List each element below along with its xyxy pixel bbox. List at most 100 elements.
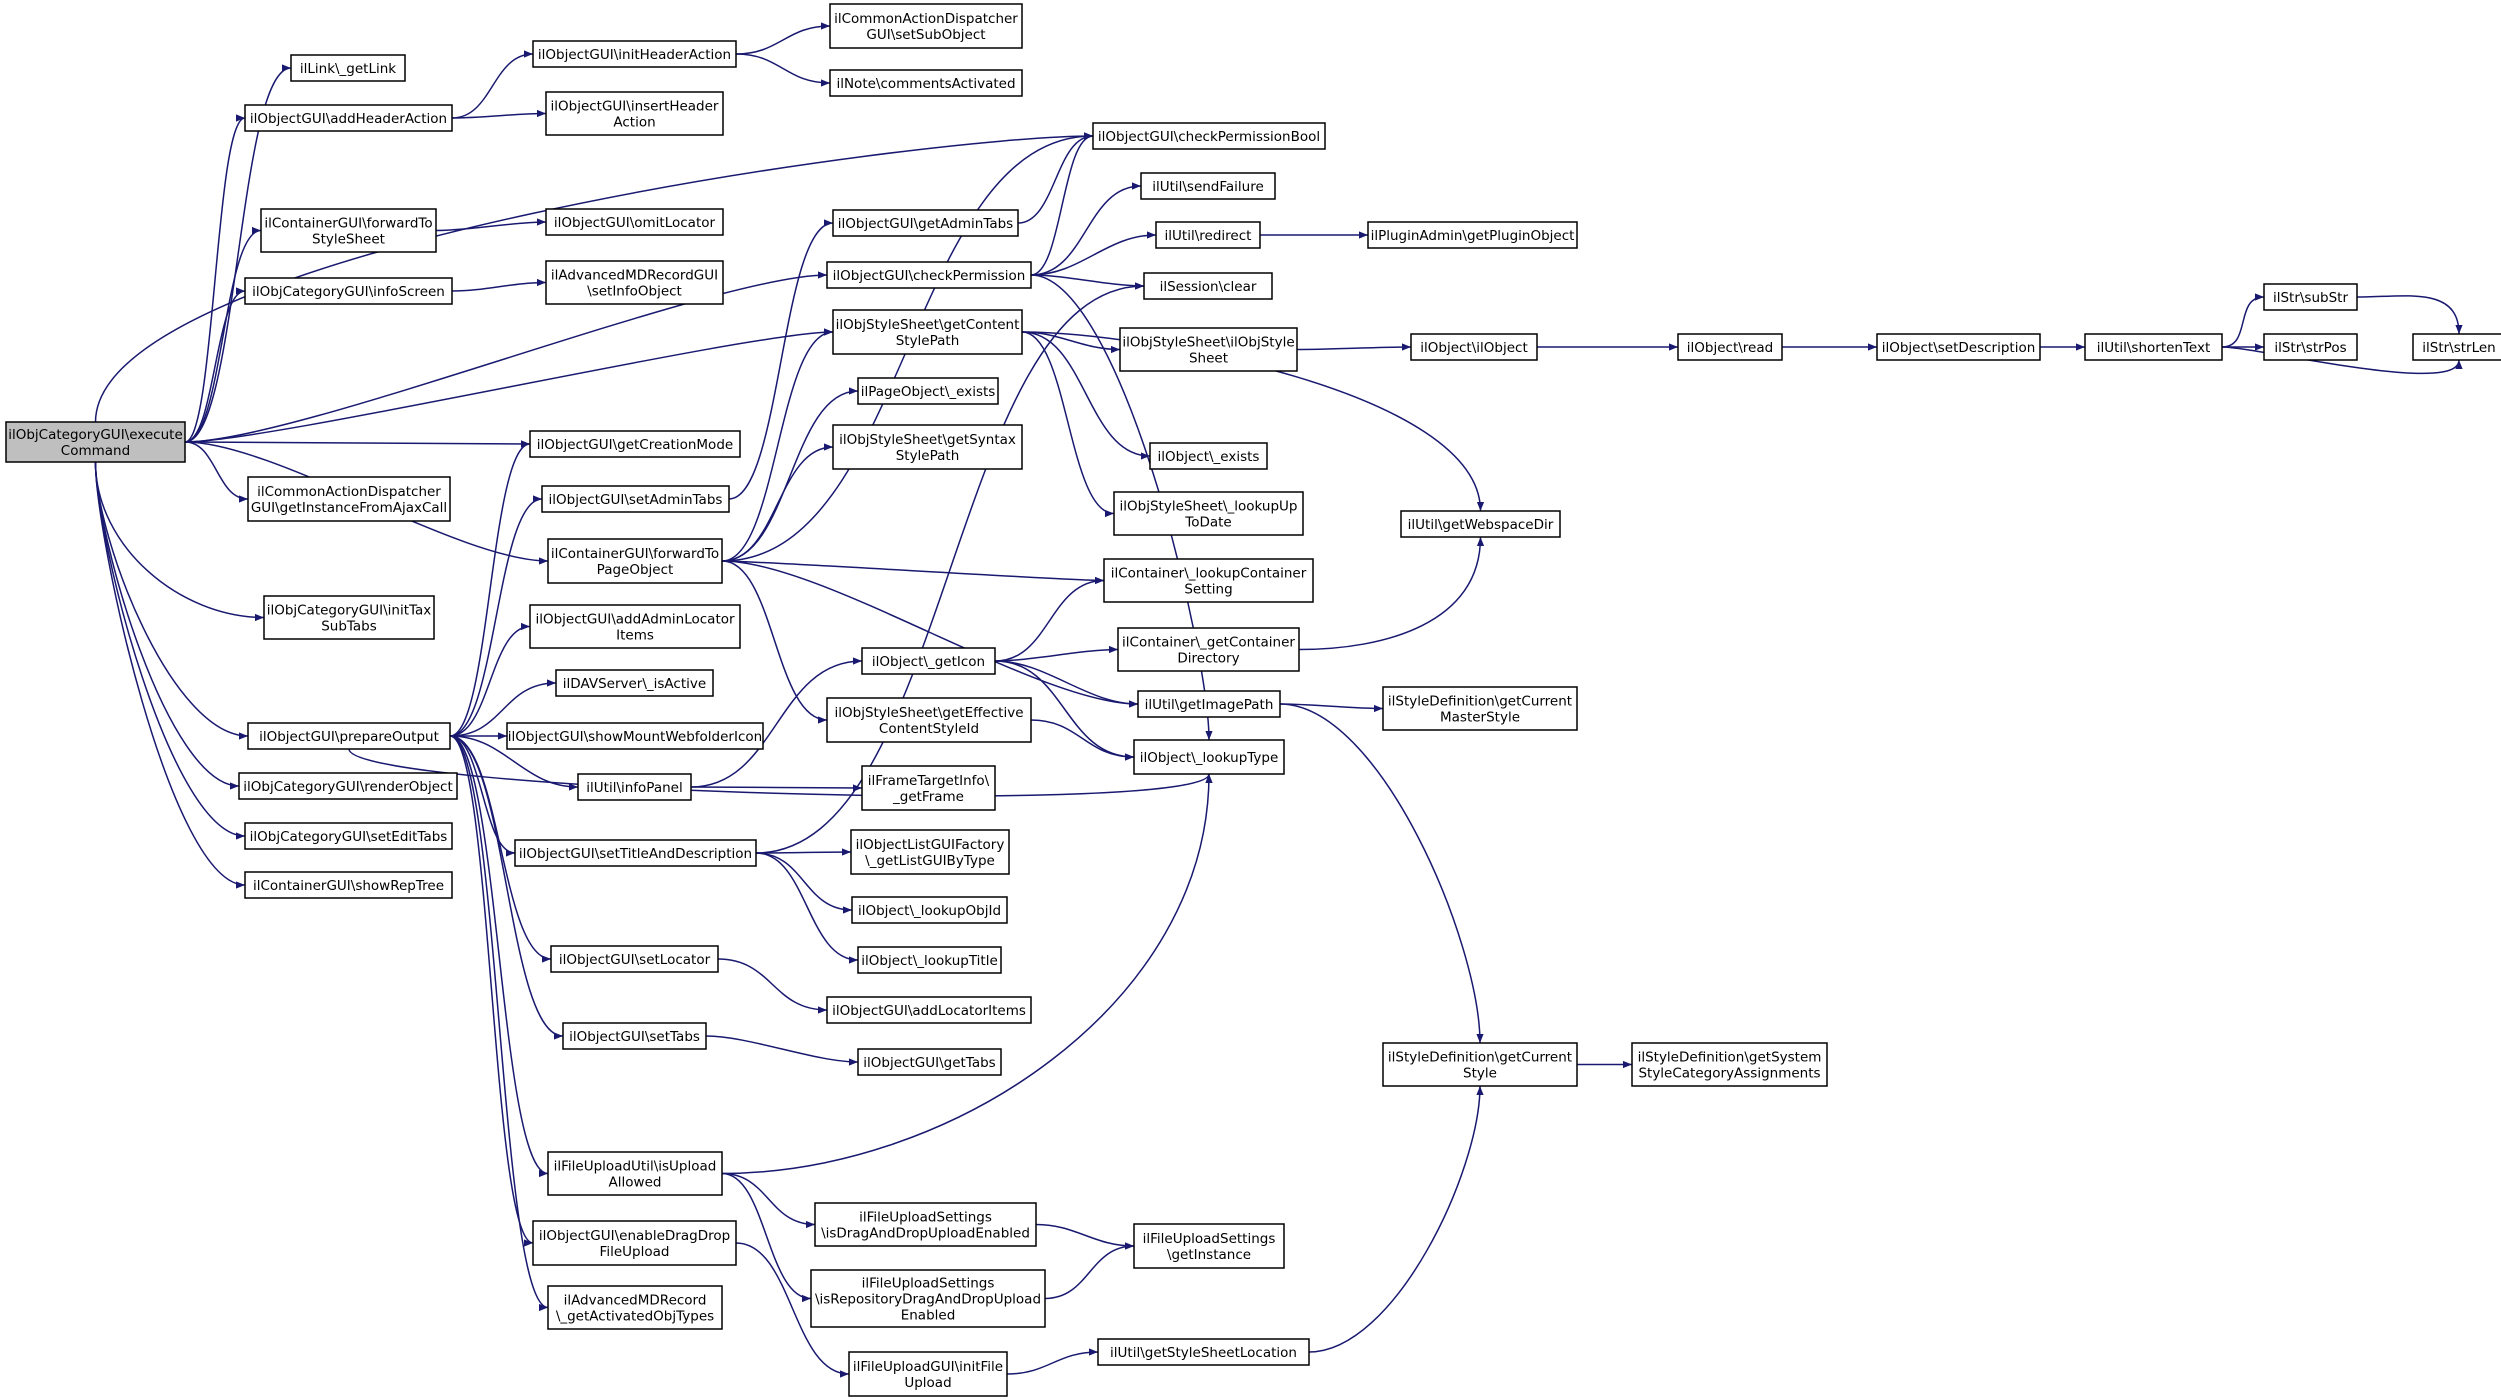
node-box[interactable] [247, 476, 451, 522]
node-box[interactable] [260, 208, 437, 253]
node-box[interactable] [562, 1022, 707, 1050]
node-sendFailure[interactable]: ilUtil\sendFailure [1140, 172, 1276, 200]
node-box[interactable] [1137, 690, 1281, 718]
node-ilObjectCtor[interactable]: ilObject\ilObject [1410, 333, 1538, 361]
node-pageObjectExists[interactable]: ilPageObject\_exists [857, 377, 999, 405]
node-setLocator[interactable]: ilObjectGUI\setLocator [550, 945, 719, 973]
node-box[interactable] [857, 377, 999, 405]
node-box[interactable] [810, 1269, 1046, 1328]
node-box[interactable] [826, 697, 1032, 743]
node-box[interactable] [1876, 333, 2041, 361]
node-box[interactable] [832, 424, 1023, 470]
node-box[interactable] [826, 261, 1032, 289]
node-box[interactable] [1133, 1223, 1285, 1269]
node-box[interactable] [238, 772, 458, 800]
node-box[interactable] [555, 669, 714, 697]
node-box[interactable] [1103, 558, 1314, 603]
node-getPluginObject[interactable]: ilPluginAdmin\getPluginObject [1367, 221, 1578, 249]
node-box[interactable] [1149, 442, 1268, 470]
node-box[interactable] [1410, 333, 1538, 361]
node-box[interactable] [1117, 627, 1300, 672]
node-box[interactable] [2084, 333, 2223, 361]
node-box[interactable] [244, 822, 453, 850]
node-box[interactable] [1140, 172, 1276, 200]
node-shortenText[interactable]: ilUtil\shortenText [2084, 333, 2223, 361]
node-getCreationMode[interactable]: ilObjectGUI\getCreationMode [529, 430, 741, 458]
node-box[interactable] [541, 485, 730, 513]
node-omitLocator[interactable]: ilObjectGUI\omitLocator [545, 208, 724, 236]
node-lookupObjId[interactable]: ilObject\_lookupObjId [851, 896, 1008, 924]
node-box[interactable] [547, 538, 723, 584]
node-box[interactable] [814, 1202, 1037, 1247]
node-infoScreen[interactable]: ilObjCategoryGUI\infoScreen [244, 277, 453, 305]
node-box[interactable] [550, 945, 719, 973]
node-isRepositoryDragAndDropUploadEnabled[interactable]: ilFileUploadSettings\isRepositoryDragAnd… [810, 1269, 1046, 1328]
node-setTabs[interactable]: ilObjectGUI\setTabs [562, 1022, 707, 1050]
node-box[interactable] [1400, 510, 1561, 538]
node-box[interactable] [247, 722, 451, 750]
node-box[interactable] [848, 1351, 1008, 1397]
node-davIsActive[interactable]: ilDAVServer\_isActive [555, 669, 714, 697]
node-box[interactable] [850, 829, 1010, 875]
node-box[interactable] [545, 208, 724, 236]
node-getStyleSheetLocation[interactable]: ilUtil\getStyleSheetLocation [1097, 1338, 1310, 1366]
node-box[interactable] [1113, 491, 1304, 536]
node-box[interactable] [290, 54, 406, 82]
node-addLocatorItems[interactable]: ilObjectGUI\addLocatorItems [826, 996, 1032, 1024]
node-box[interactable] [547, 1285, 723, 1330]
node-box[interactable] [2412, 333, 2501, 361]
node-setEditTabs[interactable]: ilObjCategoryGUI\setEditTabs [244, 822, 453, 850]
node-sessionClear[interactable]: ilSession\clear [1143, 272, 1273, 300]
node-getAdminTabs[interactable]: ilObjectGUI\getAdminTabs [832, 209, 1019, 237]
node-box[interactable] [263, 595, 435, 640]
node-box[interactable] [1367, 221, 1578, 249]
node-box[interactable] [832, 309, 1023, 355]
node-lookupType[interactable]: ilObject\_lookupType [1133, 739, 1285, 775]
node-subStr[interactable]: ilStr\subStr [2263, 283, 2358, 311]
node-getActivatedObjTypes[interactable]: ilAdvancedMDRecord\_getActivatedObjTypes [547, 1285, 723, 1330]
node-prepareOutput[interactable]: ilObjectGUI\prepareOutput [247, 722, 451, 750]
node-getFrame[interactable]: ilFrameTargetInfo\_getFrame [861, 765, 996, 811]
node-ilObjStyleSheetCtor[interactable]: ilObjStyleSheet\ilObjStyleSheet [1119, 327, 1298, 372]
node-showMountWebfolderIcon[interactable]: ilObjectGUI\showMountWebfolderIcon [506, 722, 764, 750]
node-getEffectiveContentStyleId[interactable]: ilObjStyleSheet\getEffectiveContentStyle… [826, 697, 1032, 743]
node-box[interactable] [857, 946, 1002, 974]
node-lookupTitle[interactable]: ilObject\_lookupTitle [857, 946, 1002, 974]
node-isDragAndDropUploadEnabled[interactable]: ilFileUploadSettings\isDragAndDropUpload… [814, 1202, 1037, 1247]
node-box[interactable] [5, 421, 186, 463]
node-setTitleAndDescription[interactable]: ilObjectGUI\setTitleAndDescription [514, 839, 757, 867]
node-getImagePath[interactable]: ilUtil\getImagePath [1137, 690, 1281, 718]
node-box[interactable] [1133, 739, 1285, 775]
node-box[interactable] [2263, 333, 2358, 361]
node-box[interactable] [851, 896, 1008, 924]
node-box[interactable] [529, 604, 741, 649]
node-getIcon[interactable]: ilObject\_getIcon [861, 647, 996, 675]
node-box[interactable] [829, 69, 1023, 97]
node-box[interactable] [1155, 221, 1261, 249]
node-objectExists[interactable]: ilObject\_exists [1149, 442, 1268, 470]
node-box[interactable] [547, 1151, 723, 1196]
node-strPos[interactable]: ilStr\strPos [2263, 333, 2358, 361]
node-box[interactable] [532, 40, 737, 68]
node-box[interactable] [832, 209, 1019, 237]
node-box[interactable] [1382, 686, 1578, 731]
node-box[interactable] [1631, 1042, 1828, 1087]
node-box[interactable] [857, 1048, 1002, 1076]
node-getSystemStyleCategoryAssignments[interactable]: ilStyleDefinition\getSystemStyleCategory… [1631, 1042, 1828, 1087]
node-box[interactable] [532, 1220, 737, 1266]
node-setAdminTabs[interactable]: ilObjectGUI\setAdminTabs [541, 485, 730, 513]
node-getLink[interactable]: ilLink\_getLink [290, 54, 406, 82]
node-redirect[interactable]: ilUtil\redirect [1155, 221, 1261, 249]
node-box[interactable] [2263, 283, 2358, 311]
